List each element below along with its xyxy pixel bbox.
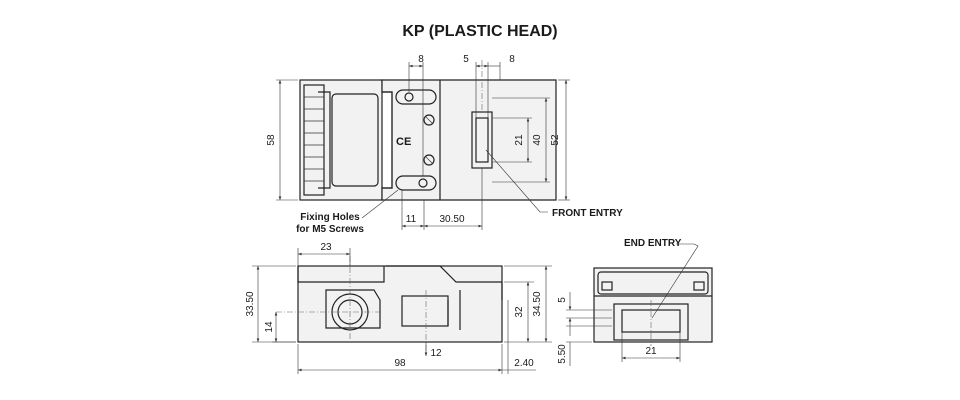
fixing-slot-top (395, 89, 437, 105)
dim-58: 58 (266, 134, 277, 146)
dim-33-50: 33.50 (245, 291, 256, 316)
front-entry-label: FRONT ENTRY (552, 208, 623, 219)
dim-98: 98 (394, 358, 406, 369)
dim-14: 14 (264, 321, 275, 333)
screw-icon (423, 114, 435, 126)
dim-52: 52 (550, 134, 561, 146)
dim-21: 21 (514, 134, 525, 146)
dim-12: 12 (430, 348, 442, 359)
dim-30-50: 30.50 (439, 214, 464, 225)
end-body (593, 267, 713, 343)
dim-2-40: 2.40 (514, 358, 534, 369)
dim-11: 11 (406, 214, 417, 225)
dim-8a: 8 (418, 54, 424, 65)
dim-end-21: 21 (645, 346, 657, 357)
dim-40: 40 (532, 134, 543, 146)
dim-23: 23 (320, 242, 332, 253)
dim-5: 5 (463, 54, 469, 65)
dim-34-50: 34.50 (532, 291, 543, 316)
dim-8b: 8 (509, 54, 515, 65)
end-fixing-left (601, 281, 613, 291)
side-view: 23 33.50 14 12 32 34.50 98 2.40 (245, 242, 552, 374)
screw-icon (423, 154, 435, 166)
ce-mark: CE (396, 136, 411, 148)
end-entry-label: END ENTRY (624, 238, 682, 249)
end-view: END ENTRY 5 5.50 21 (557, 238, 713, 366)
dim-32: 32 (514, 306, 525, 318)
fixing-holes-label-line2: for M5 Screws (296, 224, 364, 235)
fixing-slot-bottom (395, 175, 437, 191)
head-body (299, 79, 383, 201)
top-view: CE 58 8 5 8 21 40 52 (266, 54, 623, 235)
dim-end-5-50: 5.50 (557, 344, 568, 364)
end-fixing-right (693, 281, 705, 291)
dim-end-5: 5 (557, 297, 568, 303)
drawing-title: KP (PLASTIC HEAD) (402, 23, 557, 40)
head-window (331, 93, 379, 187)
fixing-holes-label-line1: Fixing Holes (300, 212, 360, 223)
side-body (297, 265, 503, 343)
head-grip (303, 84, 325, 196)
